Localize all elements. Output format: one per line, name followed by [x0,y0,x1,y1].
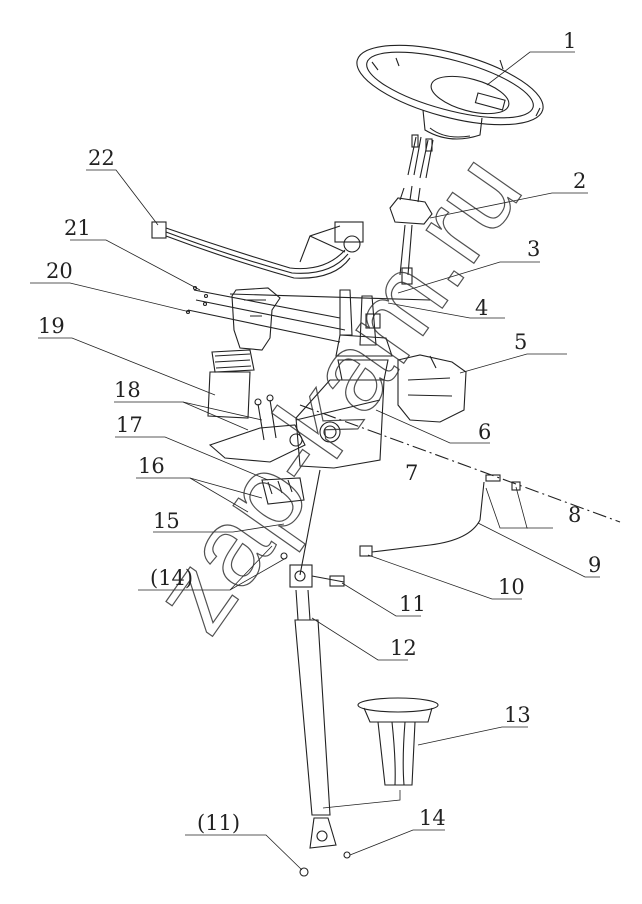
callout-21: 21 [64,216,91,240]
callout-19: 19 [38,314,65,338]
callout-3: 3 [527,237,540,261]
clock-spring [389,185,433,285]
callout-labels: 1 2 3 4 5 6 7 8 9 10 11 12 13 14 15 16 1… [38,29,601,835]
steering-wheel [356,44,544,140]
callout-6: 6 [478,420,491,444]
bracket [208,394,306,505]
wire-harness [151,221,364,279]
callout-18: 18 [114,378,141,402]
callout-9: 9 [588,553,601,577]
callout-14-ref: (14) [150,566,193,590]
callout-8: 8 [568,503,581,527]
clock-spring-wires [407,134,434,179]
callout-5: 5 [514,330,527,354]
callout-4: 4 [475,296,488,320]
boot-seal [357,697,439,786]
combination-switch [185,285,431,419]
callout-16: 16 [138,454,165,478]
callout-15: 15 [153,509,180,533]
callout-17: 17 [116,413,143,437]
column-housing [295,289,393,469]
callout-7: 7 [405,461,418,485]
callout-12: 12 [390,636,417,660]
callout-10: 10 [498,575,525,599]
cable-assembly [299,404,621,557]
callout-14: 14 [419,806,446,830]
column-cover [397,354,467,423]
callout-11-ref: (11) [197,811,240,835]
callout-22: 22 [88,146,115,170]
callout-1: 1 [563,29,576,53]
callout-2: 2 [573,169,586,193]
callout-13: 13 [504,703,531,727]
callout-20: 20 [46,259,73,283]
callout-11: 11 [399,592,426,616]
leader-lines [30,51,600,871]
